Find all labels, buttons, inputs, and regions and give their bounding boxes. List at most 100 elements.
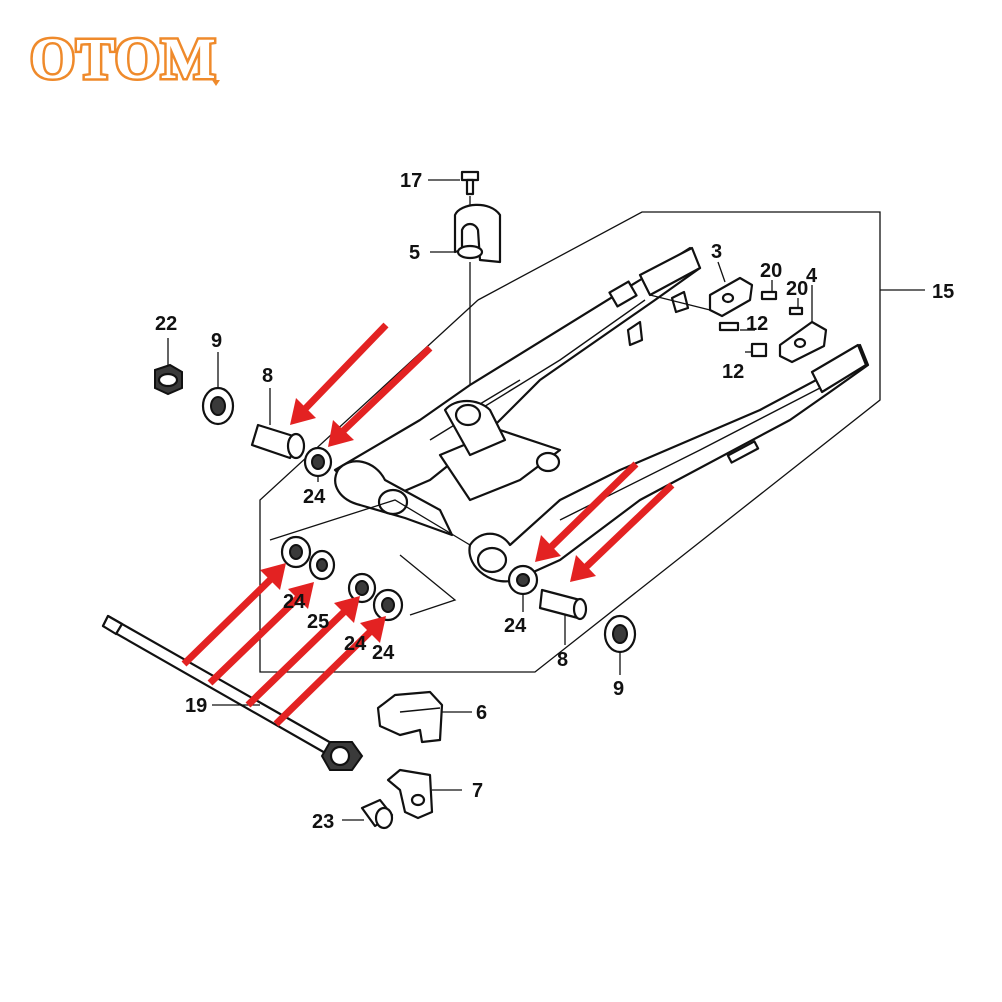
callout-4: 4: [806, 265, 818, 287]
callout-25: 25: [307, 611, 329, 633]
callout-24b: 24: [283, 591, 306, 613]
callout-12b: 12: [722, 361, 744, 383]
bolt-12a-icon: [718, 321, 740, 332]
callout-3: 3: [711, 241, 722, 263]
pivot-bore-left: [377, 488, 409, 516]
bolt-17-shank: [465, 178, 475, 196]
middle-bearing-stack: [269, 499, 471, 622]
part-6-icon: [376, 690, 444, 744]
part-7-icon: [386, 768, 434, 820]
part-23: [342, 798, 394, 830]
seal-9b-center: [612, 624, 628, 644]
swingarm-right-arm: [468, 343, 870, 583]
red-arrow-1-head-icon: [290, 398, 316, 425]
red-arrow-8-head-icon: [360, 616, 386, 643]
clamp-5-body: [453, 203, 502, 264]
red-arrow-3-head-icon: [535, 535, 561, 562]
pivot-bolt-19: [101, 614, 364, 771]
pivot-bolt-head-face: [329, 745, 351, 767]
axle-slot-right: [810, 343, 868, 394]
swingarm-left-arm: [333, 246, 702, 507]
red-arrow-3: [547, 461, 639, 551]
right-bearing-stack: [507, 564, 637, 675]
callout-22: 22: [155, 313, 177, 335]
callout-9b: 9: [613, 678, 624, 700]
collar-8b-end: [572, 597, 588, 621]
callout-24e: 24: [504, 615, 527, 637]
callout-6: 6: [476, 702, 487, 724]
nut-12b-icon: [750, 342, 768, 358]
pivot-bore-right: [476, 546, 508, 574]
callout-7: 7: [472, 780, 483, 802]
collar-8a-end: [286, 432, 306, 460]
adjuster-4-hole: [793, 337, 807, 349]
callout-8b: 8: [557, 649, 568, 671]
adjuster-3-hole: [721, 292, 735, 304]
chain-slider-mount: [726, 440, 760, 464]
red-arrow-6-head-icon: [288, 582, 314, 609]
exploded-guide-right: [399, 554, 457, 616]
red-arrow-4: [582, 482, 675, 571]
leader-3: [717, 261, 726, 283]
chain-guide-block: [608, 280, 638, 308]
red-arrow-7: [245, 607, 349, 708]
red-arrow-5: [181, 575, 275, 667]
seal-9a-center: [210, 396, 226, 416]
bearing-24d-center: [381, 597, 395, 613]
assembly-outline-box: [259, 211, 881, 673]
shock-mount-hole: [454, 403, 482, 427]
bearing-24a-center: [311, 454, 325, 470]
red-arrow-1: [301, 322, 389, 413]
logo-accent-icon: [212, 80, 220, 86]
red-arrow-2: [339, 345, 433, 435]
part-7: [386, 768, 462, 820]
callout-17: 17: [400, 170, 422, 192]
screw-20b-icon: [788, 306, 804, 316]
chain-adjusters: [649, 261, 828, 364]
callout-20b: 20: [786, 278, 808, 300]
swingarm-body: [333, 246, 870, 583]
axle-slot-left: [638, 246, 702, 297]
red-arrow-2-head-icon: [328, 420, 354, 447]
callout-24a: 24: [303, 486, 326, 508]
logo-text: OTOM: [30, 26, 217, 91]
left-bearing-stack: [154, 338, 333, 482]
red-arrow-8: [273, 627, 375, 727]
callout-19: 19: [185, 695, 207, 717]
bearing-24b-center: [289, 544, 303, 560]
callout-20a: 20: [760, 260, 782, 282]
lower-tab-left: [626, 320, 644, 347]
red-pointer-arrows: [181, 322, 675, 727]
part-6-edge: [399, 707, 441, 713]
part-7-hole: [410, 793, 426, 807]
callout-12a: 12: [746, 313, 768, 335]
collar-23-end: [374, 806, 394, 830]
bolt-17-head-icon: [460, 170, 480, 182]
seal-25-center: [316, 558, 328, 572]
callout-5: 5: [409, 242, 420, 264]
callout-24d: 24: [372, 642, 395, 664]
pivot-bolt-thread-icon: [101, 614, 124, 636]
exploded-guide-left: [269, 499, 471, 546]
callout-24c: 24: [344, 633, 367, 655]
nut-22-face: [157, 372, 179, 388]
screw-20a-icon: [760, 290, 778, 301]
bearing-24e-center: [516, 573, 530, 587]
part-5-clamp: [430, 203, 502, 385]
callout-8a: 8: [262, 365, 273, 387]
linkage-hole: [535, 451, 561, 473]
clamp-5-base: [456, 244, 484, 260]
part-6: [376, 690, 472, 744]
assembly-outline: [259, 211, 925, 673]
red-arrow-7-head-icon: [334, 596, 360, 623]
brand-logo: OTOM: [28, 24, 220, 94]
callout-9a: 9: [211, 330, 222, 352]
red-arrow-5-head-icon: [260, 563, 286, 590]
red-arrow-6: [207, 593, 303, 686]
callout-labels: 17 5 3 20 20 4 15 12 12 22 9 8 24 24 25 …: [155, 170, 954, 833]
red-arrow-4-head-icon: [570, 555, 596, 582]
callout-15: 15: [932, 281, 954, 303]
leader-adjuster-axle: [649, 294, 711, 311]
pivot-bolt-shaft: [101, 614, 342, 760]
